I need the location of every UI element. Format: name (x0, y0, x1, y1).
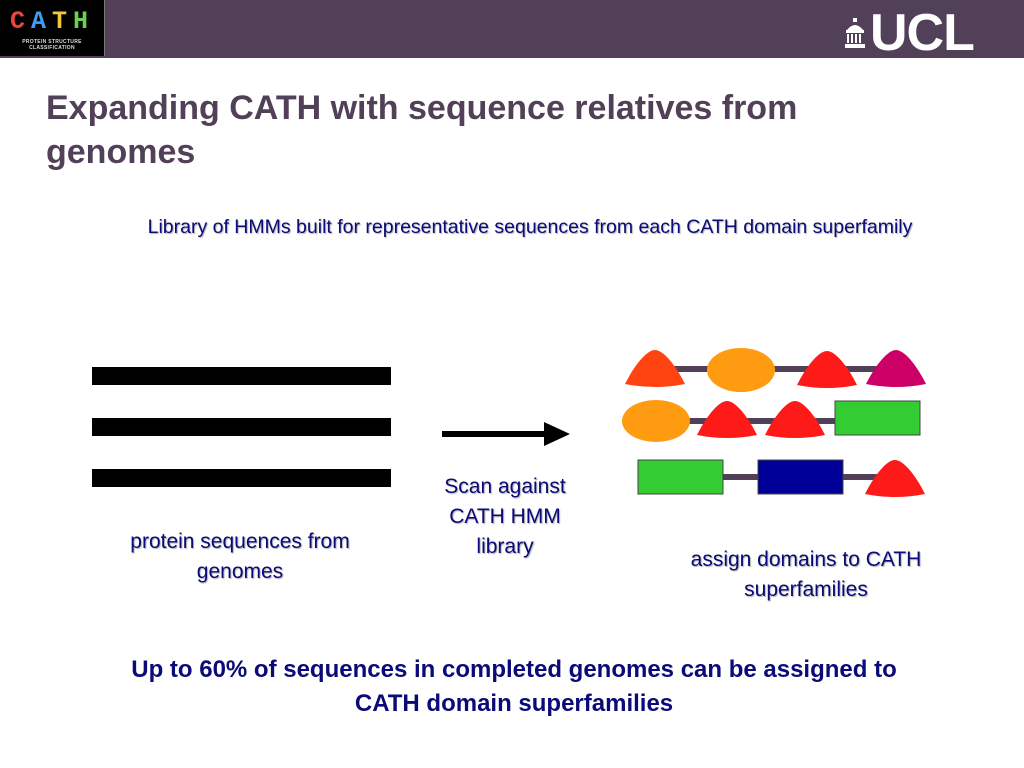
domain-triangle-red (697, 401, 757, 438)
ucl-logo[interactable]: UCL (844, 5, 994, 61)
domain-rect-green (637, 459, 724, 495)
label-assign-domains: assign domains to CATH superfamilies (690, 548, 922, 601)
domain-ellipse-orange (622, 400, 690, 442)
protein-sequence-bar (92, 367, 391, 385)
bottom-note: Up to 60% of sequences in completed geno… (131, 656, 897, 717)
cath-logo-letters: CATH (0, 8, 104, 36)
linker (655, 418, 865, 424)
domain-row-1 (625, 348, 926, 392)
cath-letter-t: T (52, 7, 74, 36)
label-protein-sequences: protein sequences from genomes (130, 530, 350, 583)
protein-sequence-bar (92, 469, 391, 487)
domain-triangle-orangered (625, 350, 685, 387)
domain-ellipse-orange (707, 348, 775, 392)
domain-row-2 (622, 400, 921, 442)
protein-sequence-bar (92, 418, 391, 436)
cath-logo-subtitle: PROTEIN STRUCTURE CLASSIFICATION (22, 39, 82, 51)
slide-subtitle: Library of HMMs built for representative… (147, 216, 913, 238)
domain-row-3 (637, 459, 925, 497)
label-scan: Scan against CATH HMM library (444, 475, 566, 558)
domain-triangle-red (765, 401, 825, 438)
domain-triangle-red (865, 460, 925, 497)
cath-letter-h: H (73, 7, 95, 36)
cath-letter-c: C (9, 7, 31, 36)
slide-title: Expanding CATH with sequence relatives f… (46, 89, 798, 171)
ucl-logo-text: UCL (870, 4, 975, 62)
domain-rect-navy (757, 459, 844, 495)
domain-rect-green (834, 400, 921, 436)
cath-letter-a: A (30, 7, 52, 36)
domain-triangle-red (797, 351, 857, 388)
linker (645, 366, 915, 372)
cath-logo[interactable]: CATH PROTEIN STRUCTURE CLASSIFICATION (0, 0, 105, 56)
ucl-portico-icon (845, 18, 865, 48)
domain-triangle-magenta (866, 350, 926, 387)
right-arrow-icon (442, 422, 570, 446)
domain-architecture-diagram (622, 348, 926, 497)
